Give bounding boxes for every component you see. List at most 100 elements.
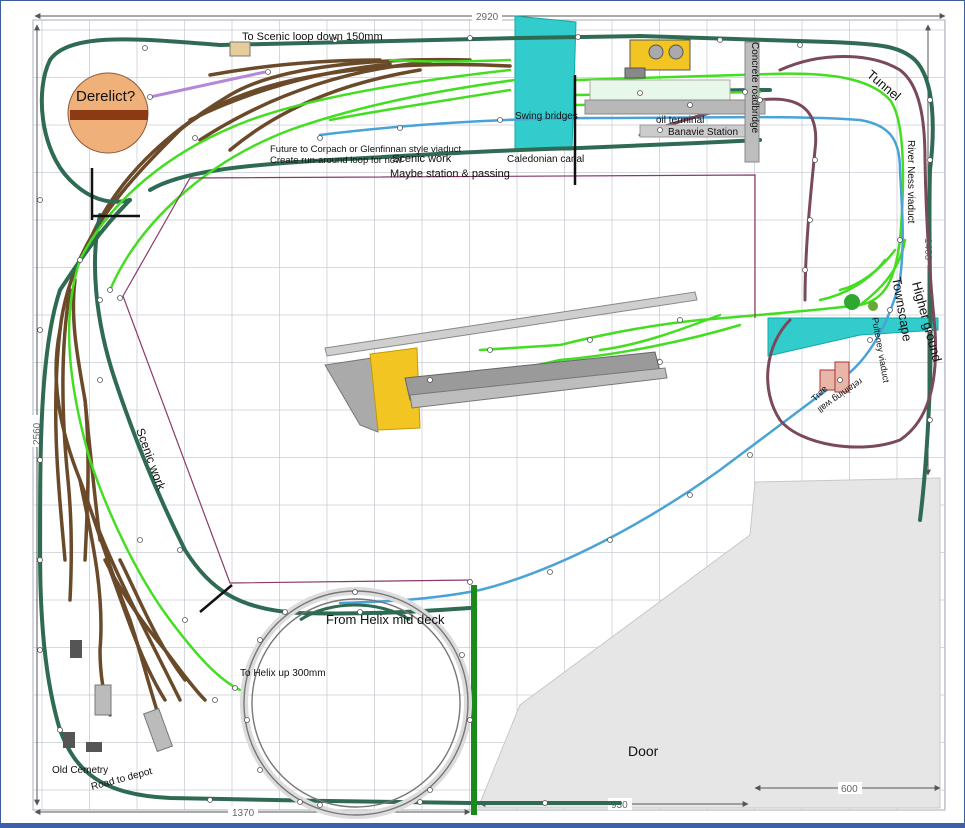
track-joint xyxy=(57,727,63,733)
track-joint xyxy=(77,257,83,263)
track-joint xyxy=(37,197,43,203)
track-joint xyxy=(37,457,43,463)
label-old-cemetry: Old Cemetry xyxy=(52,765,108,776)
track-joint xyxy=(357,609,363,615)
track-joint xyxy=(807,217,813,223)
window-footer-bar xyxy=(0,823,965,828)
track-joint xyxy=(427,377,433,383)
label-door: Door xyxy=(628,743,659,759)
tree-icon xyxy=(868,301,878,311)
track-joint xyxy=(142,45,148,51)
tree-icons xyxy=(844,294,878,311)
track-joint xyxy=(687,102,693,108)
track-joint xyxy=(575,34,581,40)
track-joint xyxy=(717,37,723,43)
track-joint xyxy=(587,337,593,343)
track-joint xyxy=(742,89,748,95)
depot-fan-tracks xyxy=(53,57,512,722)
track-joint xyxy=(757,97,763,103)
label-swing-bridges: Swing bridges xyxy=(515,111,578,122)
label-future-corpach: Future to Corpach or Glenfinnan style vi… xyxy=(270,144,462,155)
derelict-building xyxy=(67,72,149,154)
track-joint xyxy=(352,589,358,595)
track-joint xyxy=(927,417,933,423)
label-from-helix: From Helix mid deck xyxy=(326,612,445,627)
dim-bottom-right: 600 xyxy=(841,784,858,795)
track-joint xyxy=(37,647,43,653)
track-joint xyxy=(467,35,473,41)
purple-spur xyxy=(149,70,266,99)
track-joint xyxy=(459,652,465,658)
river-ness-water xyxy=(767,317,939,357)
track-joint xyxy=(177,547,183,553)
track-joint xyxy=(542,800,548,806)
track-joint xyxy=(297,799,303,805)
track-joint xyxy=(802,267,808,273)
label-scenic-work-top: Scenic work xyxy=(392,153,452,165)
track-joint xyxy=(244,717,250,723)
track-joint xyxy=(265,69,271,75)
station-structures xyxy=(229,39,850,433)
track-joint xyxy=(317,135,323,141)
track-joint xyxy=(867,337,873,343)
track-joint xyxy=(467,717,473,723)
label-banavie-station: Banavie Station xyxy=(668,127,738,138)
track-joint xyxy=(837,377,843,383)
track-joint xyxy=(207,797,213,803)
track-joint xyxy=(547,569,553,575)
label-maybe-station: Maybe station & passing xyxy=(390,168,510,180)
track-joint xyxy=(332,37,338,43)
track-joint xyxy=(687,492,693,498)
thin-control-lines xyxy=(122,174,756,584)
track-joint xyxy=(117,295,123,301)
label-caledonian-canal: Caledonian canal xyxy=(507,154,584,165)
label-run-around: Create run-around loop for now xyxy=(270,155,402,166)
track-joint xyxy=(282,609,288,615)
track-joint xyxy=(887,307,893,313)
label-derelict: Derelict? xyxy=(76,88,135,105)
track-joint xyxy=(417,799,423,805)
purple-loop-track xyxy=(638,55,938,449)
label-river-ness-viaduct: River Ness viaduct xyxy=(905,140,916,224)
track-joint xyxy=(927,327,933,333)
track-joint xyxy=(37,557,43,563)
tree-icon xyxy=(844,294,860,310)
track-joint xyxy=(927,157,933,163)
track-joint xyxy=(747,452,753,458)
track-joint xyxy=(657,359,663,365)
dim-bottom-left: 1370 xyxy=(232,808,255,819)
track-joint xyxy=(607,537,613,543)
track-joint xyxy=(317,802,323,808)
track-joint xyxy=(107,287,113,293)
track-joint xyxy=(677,317,683,323)
track-joints xyxy=(37,34,933,808)
track-joint xyxy=(487,347,493,353)
label-concrete-roadbridge: Concrete roadbridge xyxy=(749,42,760,134)
track-joint xyxy=(812,157,818,163)
track-joint xyxy=(37,327,43,333)
track-joint xyxy=(232,685,238,691)
label-to-scenic-loop: To Scenic loop down 150mm xyxy=(242,31,383,43)
baseboard-outline xyxy=(32,19,946,811)
section-markers xyxy=(90,75,577,613)
track-joint xyxy=(97,377,103,383)
track-joint xyxy=(257,637,263,643)
track-joint xyxy=(192,135,198,141)
track-joint xyxy=(137,537,143,543)
dim-left: 2560 xyxy=(32,422,43,445)
door-area xyxy=(477,477,941,809)
track-joint xyxy=(182,617,188,623)
track-joint xyxy=(147,94,153,100)
track-joint xyxy=(927,97,933,103)
blue-track xyxy=(318,115,904,605)
track-joint xyxy=(257,767,263,773)
track-joint xyxy=(467,579,473,585)
track-joint xyxy=(427,787,433,793)
label-oil-terminal: oil terminal xyxy=(656,115,704,126)
track-joint xyxy=(497,117,503,123)
dim-bottom-mid: 930 xyxy=(611,800,628,811)
track-joint xyxy=(637,90,643,96)
depot-buildings xyxy=(63,640,173,753)
track-joint xyxy=(897,237,903,243)
